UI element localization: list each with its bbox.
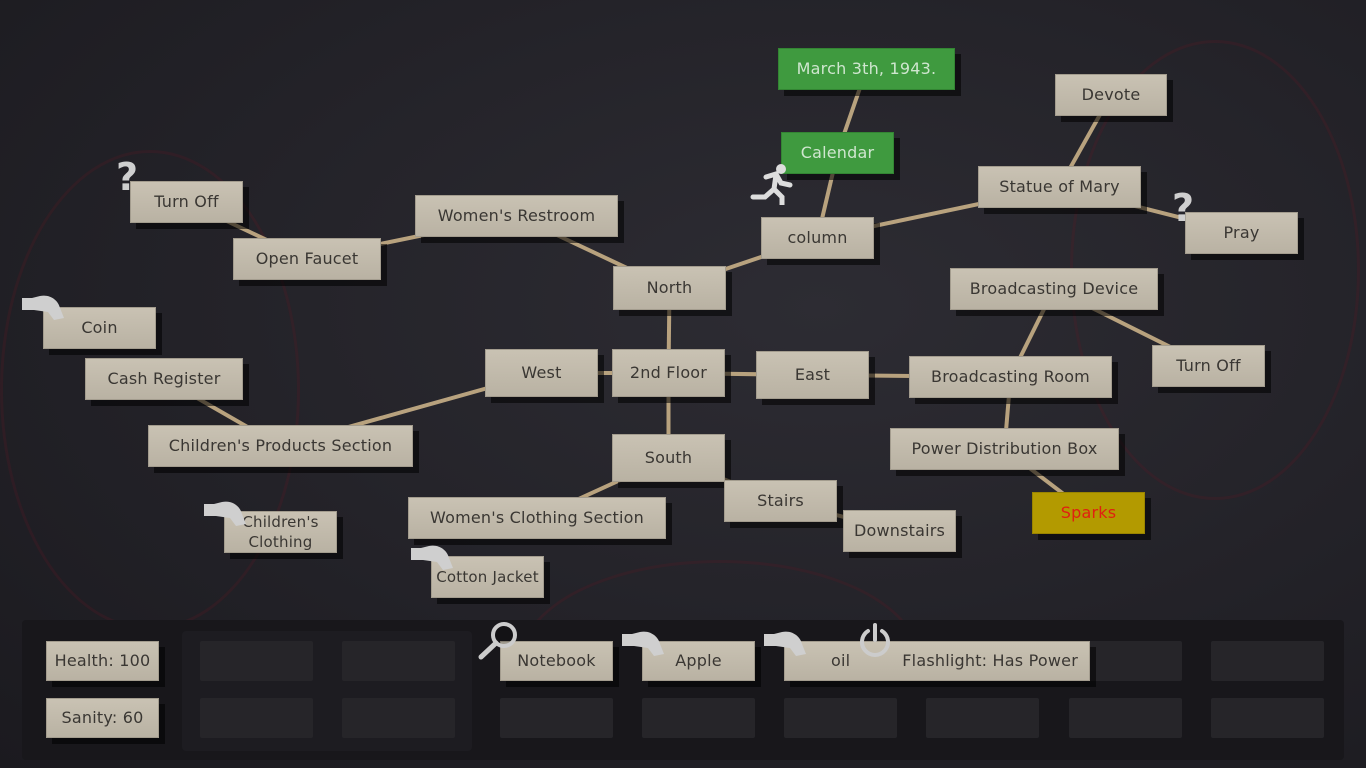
grab-hand-icon	[204, 501, 246, 526]
node-turn-off-faucet[interactable]: Turn Off	[130, 181, 243, 223]
sanity-stat: Sanity: 60	[46, 698, 159, 738]
question-icon: ?	[1172, 186, 1195, 230]
oil-label: oil	[831, 651, 851, 670]
node-stairs[interactable]: Stairs	[724, 480, 837, 522]
inventory-slot[interactable]	[642, 698, 755, 738]
node-pray[interactable]: Pray	[1185, 212, 1298, 254]
node-sparks[interactable]: Sparks	[1032, 492, 1145, 534]
inventory-slot[interactable]	[1211, 698, 1324, 738]
node-calendar[interactable]: Calendar	[781, 132, 894, 174]
inventory-slot[interactable]	[200, 641, 313, 681]
inventory-slot[interactable]	[1069, 698, 1182, 738]
power-icon[interactable]	[856, 622, 894, 660]
node-2nd-floor[interactable]: 2nd Floor	[612, 349, 725, 397]
node-north[interactable]: North	[613, 266, 726, 310]
node-womens-clothing-section[interactable]: Women's Clothing Section	[408, 497, 666, 539]
grab-hand-icon	[22, 295, 64, 320]
node-statue-of-mary[interactable]: Statue of Mary	[978, 166, 1141, 208]
node-west[interactable]: West	[485, 349, 598, 397]
inventory-slot[interactable]	[1211, 641, 1324, 681]
node-childrens-products-section[interactable]: Children's Products Section	[148, 425, 413, 467]
node-womens-restroom[interactable]: Women's Restroom	[415, 195, 618, 237]
grab-hand-icon	[764, 631, 806, 656]
node-broadcasting-device[interactable]: Broadcasting Device	[950, 268, 1158, 310]
inventory-slot[interactable]	[200, 698, 313, 738]
node-turn-off-device[interactable]: Turn Off	[1152, 345, 1265, 387]
grab-hand-icon	[411, 545, 453, 570]
inventory-slot[interactable]	[784, 698, 897, 738]
grab-hand-icon	[622, 631, 664, 656]
node-east[interactable]: East	[756, 351, 869, 399]
node-march-date[interactable]: March 3th, 1943.	[778, 48, 955, 90]
magnifier-icon	[478, 622, 517, 660]
node-power-distribution-box[interactable]: Power Distribution Box	[890, 428, 1119, 470]
node-south[interactable]: South	[612, 434, 725, 482]
inventory-item-notebook[interactable]: Notebook	[500, 641, 613, 681]
node-open-faucet[interactable]: Open Faucet	[233, 238, 381, 280]
inventory-slot[interactable]	[342, 698, 455, 738]
node-column[interactable]: column	[761, 217, 874, 259]
flashlight-label[interactable]: Flashlight: Has Power	[902, 651, 1078, 670]
inventory-item-oil[interactable]: oil Flashlight: Has Power	[784, 641, 1090, 681]
node-devote[interactable]: Devote	[1055, 74, 1167, 116]
inventory-slot[interactable]	[500, 698, 613, 738]
health-stat: Health: 100	[46, 641, 159, 681]
question-icon: ?	[116, 155, 139, 199]
node-downstairs[interactable]: Downstairs	[843, 510, 956, 552]
node-cash-register[interactable]: Cash Register	[85, 358, 243, 400]
inventory-slot[interactable]	[342, 641, 455, 681]
inventory-slot[interactable]	[926, 698, 1039, 738]
running-man-icon	[750, 164, 793, 205]
node-broadcasting-room[interactable]: Broadcasting Room	[909, 356, 1112, 398]
